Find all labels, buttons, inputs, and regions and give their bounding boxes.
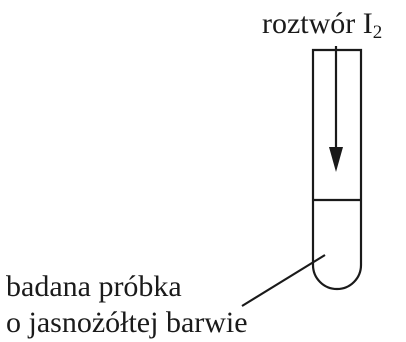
- sample-leader-line: [241, 254, 326, 307]
- sample-label-line-2: o jasnożółtej barwie: [6, 306, 248, 339]
- sample-label-line-1: badana próbka: [6, 270, 182, 303]
- arrow-down-icon: [329, 147, 343, 172]
- reagent-label: roztwór I2: [262, 6, 382, 42]
- sample-label: badana próbka o jasnożółtej barwie: [6, 269, 248, 341]
- reagent-label-subscript: 2: [372, 22, 383, 43]
- test-tube: [311, 48, 363, 291]
- reagent-label-text: roztwór I: [262, 7, 373, 40]
